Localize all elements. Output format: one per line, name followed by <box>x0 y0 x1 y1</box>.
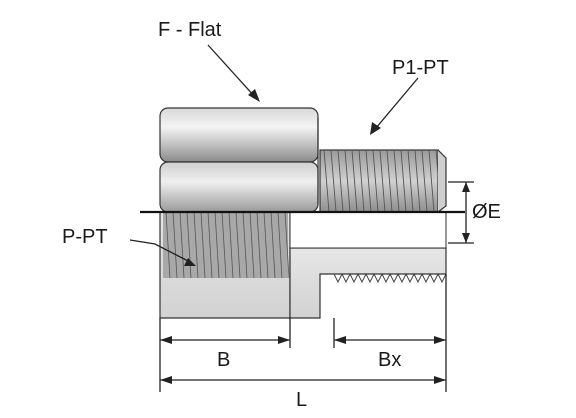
male-length-dimension <box>334 336 446 344</box>
male-thread-label: P1-PT <box>392 57 449 79</box>
female-thread-leader <box>129 239 196 266</box>
female-thread-label: P-PT <box>62 226 108 248</box>
male-length-label: Bx <box>378 349 401 371</box>
female-length-label: B <box>217 349 230 371</box>
flat-leader <box>207 44 260 102</box>
diameter-label: ØE <box>472 201 501 223</box>
male-thread-leader <box>370 77 419 135</box>
flat-label: F - Flat <box>158 19 222 41</box>
section-view <box>159 211 447 319</box>
overall-length-label: L <box>296 389 307 411</box>
male-thread-upper <box>319 149 447 213</box>
overall-length-dimension <box>160 376 446 384</box>
hex-body <box>159 107 319 213</box>
diameter-dimension <box>448 181 474 244</box>
female-length-dimension <box>160 336 290 344</box>
